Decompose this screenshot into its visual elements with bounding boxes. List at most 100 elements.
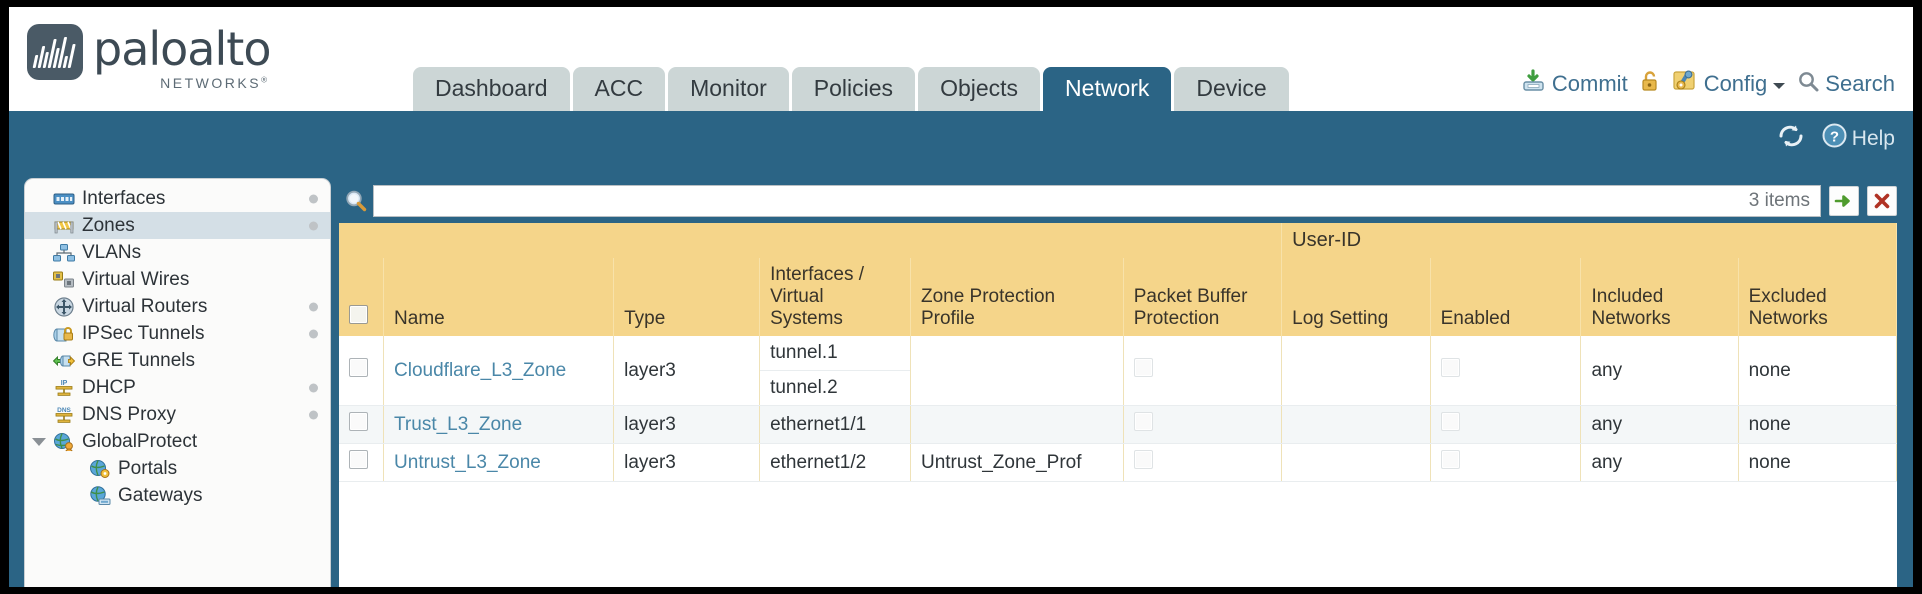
main-content: 3 items [339,179,1897,587]
sidebar-nav: Interfaces Zones VLANs [25,179,330,509]
config-icon [1672,69,1699,99]
status-dot [309,329,318,338]
svg-text:?: ? [1830,129,1839,146]
tab-network[interactable]: Network [1043,67,1172,111]
packet-buffer-protection-checkbox[interactable] [1133,450,1153,469]
gre-tunnels-icon [51,352,77,370]
row-checkbox[interactable] [349,450,368,469]
column-header-enabled[interactable]: Enabled [1430,258,1582,336]
group-header-userid: User-ID [1281,223,1897,258]
column-header-type[interactable]: Type [613,258,761,336]
header-actions: Commit [1521,69,1895,99]
table-row[interactable]: Trust_L3_Zone layer3 ethernet1/1 any non… [339,405,1897,444]
brand-logo: paloalto NETWORKS® [27,22,271,91]
dns-proxy-icon: DNS [51,405,77,425]
globalprotect-icon [51,432,77,452]
tab-dashboard[interactable]: Dashboard [413,67,570,111]
cell-packet-buffer-protection [1123,443,1283,482]
zone-name-link[interactable]: Cloudflare_L3_Zone [394,359,567,381]
commit-button[interactable]: Commit [1521,69,1628,99]
packet-buffer-protection-checkbox[interactable] [1133,358,1153,377]
sidebar-item-ipsec-tunnels[interactable]: IPSec Tunnels [25,320,330,347]
sidebar-item-globalprotect[interactable]: GlobalProtect [25,428,330,455]
column-header-excluded-networks[interactable]: Excluded Networks [1738,258,1897,336]
tab-acc[interactable]: ACC [572,67,666,111]
sidebar-item-gre-tunnels[interactable]: GRE Tunnels [25,347,330,374]
interface-entry: tunnel.1 [760,336,910,371]
sidebar-label: Portals [118,457,178,479]
cell-log-setting [1281,336,1431,406]
search-field-wrapper[interactable]: 3 items [373,185,1821,217]
cell-excluded-networks: none [1738,336,1897,406]
top-header: paloalto NETWORKS® Dashboard ACC Monitor… [9,7,1913,111]
dhcp-icon: IP [51,378,77,398]
packet-buffer-protection-checkbox[interactable] [1133,412,1153,431]
cell-userid-enabled [1430,336,1582,406]
zone-name-link[interactable]: Untrust_L3_Zone [394,451,541,473]
paloalto-logo-icon [27,24,83,80]
table-row[interactable]: Cloudflare_L3_Zone layer3 tunnel.1 tunne… [339,336,1897,406]
cell-type: layer3 [613,336,761,406]
help-button[interactable]: ? Help [1822,123,1895,154]
tab-policies[interactable]: Policies [791,67,916,111]
userid-enabled-checkbox[interactable] [1440,412,1460,431]
userid-enabled-checkbox[interactable] [1440,450,1460,469]
table-row[interactable]: Untrust_L3_Zone layer3 ethernet1/2 Untru… [339,443,1897,482]
column-header-interfaces[interactable]: Interfaces / Virtual Systems [759,258,911,336]
sidebar-item-vlans[interactable]: VLANs [25,239,330,266]
column-header-name[interactable]: Name [383,258,615,336]
main-tab-bar[interactable]: Dashboard ACC Monitor Policies Objects N… [413,67,1289,111]
refresh-icon[interactable] [1777,123,1805,154]
cell-zone-protection-profile [910,336,1124,406]
cell-type: layer3 [613,443,761,482]
help-icon: ? [1822,123,1847,154]
tab-monitor[interactable]: Monitor [668,67,789,111]
column-header-included-networks[interactable]: Included Networks [1580,258,1739,336]
row-checkbox[interactable] [349,358,368,377]
row-select-cell [339,405,385,444]
zone-name-link[interactable]: Trust_L3_Zone [394,413,523,435]
search-input[interactable] [374,188,1749,214]
sidebar-label: DNS Proxy [82,403,176,425]
apply-filter-button[interactable] [1829,186,1859,216]
cell-name: Trust_L3_Zone [383,405,615,444]
svg-text:IP: IP [61,380,68,387]
cell-name: Untrust_L3_Zone [383,443,615,482]
page-body: Interfaces Zones VLANs [9,179,1913,587]
row-select-cell [339,336,385,406]
cell-name: Cloudflare_L3_Zone [383,336,615,406]
cell-excluded-networks: none [1738,443,1897,482]
select-all-checkbox[interactable] [349,305,368,324]
sidebar-label: GRE Tunnels [82,349,195,371]
magnifier-icon[interactable] [339,188,373,214]
row-checkbox[interactable] [349,412,368,431]
search-button[interactable]: Search [1797,70,1895,99]
tab-device[interactable]: Device [1174,67,1289,111]
config-menu-button[interactable]: Config [1672,69,1787,99]
network-sidebar: Interfaces Zones VLANs [25,179,330,587]
userid-enabled-checkbox[interactable] [1440,358,1460,377]
tab-objects[interactable]: Objects [918,67,1041,111]
sidebar-item-dhcp[interactable]: IP DHCP [25,374,330,401]
sidebar-item-gateways[interactable]: Gateways [25,482,330,509]
config-label: Config [1703,71,1768,96]
lock-button[interactable] [1639,69,1661,99]
sidebar-item-virtual-routers[interactable]: Virtual Routers [25,293,330,320]
cell-included-networks: any [1580,443,1739,482]
status-dot [309,410,318,419]
sidebar-item-portals[interactable]: Portals [25,455,330,482]
sidebar-item-virtual-wires[interactable]: Virtual Wires [25,266,330,293]
column-header-log-setting[interactable]: Log Setting [1281,258,1431,336]
app-window: paloalto NETWORKS® Dashboard ACC Monitor… [9,7,1913,587]
clear-filter-button[interactable] [1867,186,1897,216]
column-header-packet-buffer-protection[interactable]: Packet Buffer Protection [1123,258,1283,336]
sidebar-item-dns-proxy[interactable]: DNS DNS Proxy [25,401,330,428]
cell-log-setting [1281,443,1431,482]
brand-name: paloalto [93,22,271,76]
expand-collapse-caret-icon[interactable] [32,437,46,446]
virtual-wires-icon [51,271,77,289]
column-header-zone-protection-profile[interactable]: Zone Protection Profile [910,258,1124,336]
sidebar-item-zones[interactable]: Zones [25,212,330,239]
sidebar-item-interfaces[interactable]: Interfaces [25,185,330,212]
sidebar-label: IPSec Tunnels [82,322,205,344]
